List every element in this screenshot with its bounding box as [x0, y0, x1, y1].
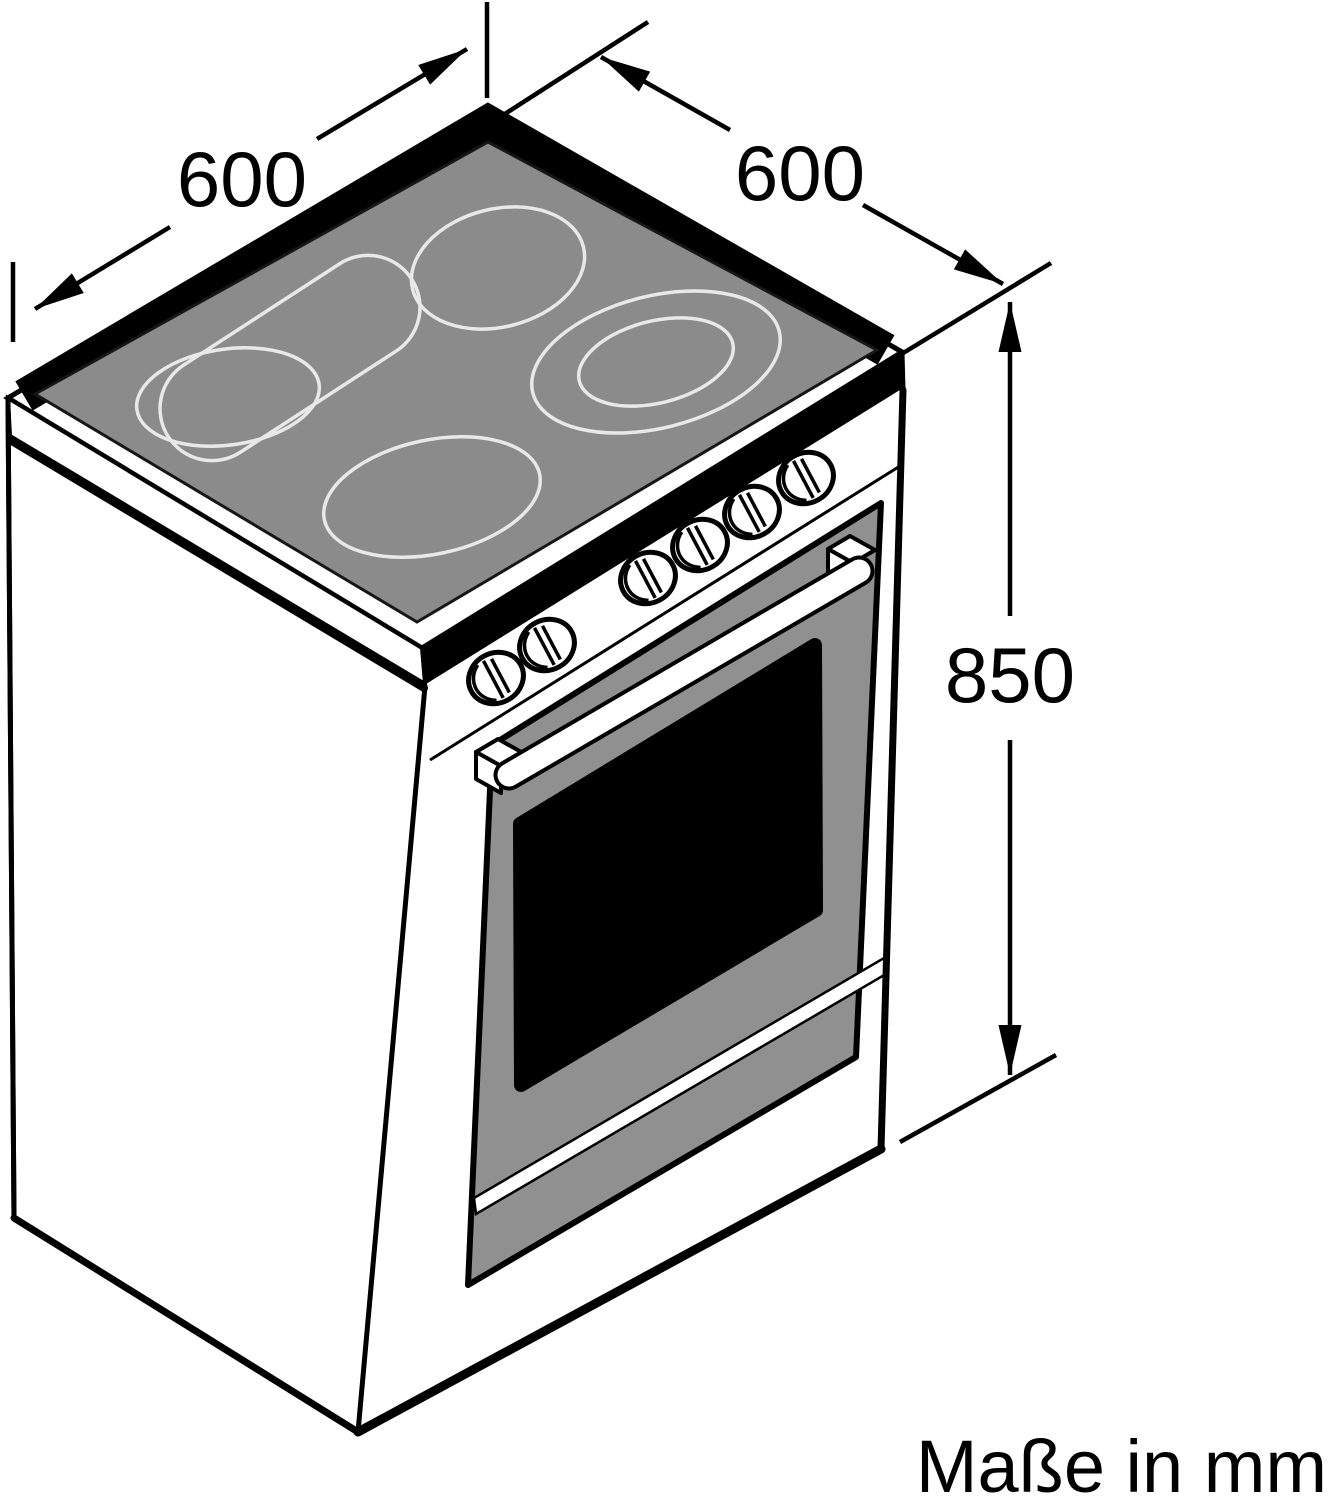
burner-front [322, 434, 542, 560]
body-edge-right [877, 386, 907, 1153]
control-knob [517, 616, 577, 674]
control-knob [618, 549, 678, 607]
body-edge-front-left [355, 683, 428, 1435]
arrowhead-icon [998, 302, 1022, 352]
dimension-height: 850 [898, 302, 1075, 1144]
body-edge-left [5, 395, 17, 1221]
burner-left [134, 346, 322, 448]
body-edge-bottom-left [10, 1214, 362, 1436]
control-knobs [466, 449, 836, 707]
dimension-height-label: 850 [945, 631, 1075, 719]
dimension-width: 600 [495, 20, 1053, 360]
burner-right-outer [529, 289, 783, 435]
dimension-depth: 600 [10, 2, 490, 342]
burner-left-oblong-zone [158, 253, 422, 463]
control-knob [466, 649, 526, 707]
control-panel-bottom-edge [429, 464, 901, 762]
hob-gap-band [422, 350, 903, 684]
burner-right-inner [576, 316, 736, 408]
burner-zones [134, 205, 783, 560]
body-edges [5, 386, 907, 1437]
control-knob [776, 449, 836, 507]
body-edge-bottom-front [353, 1144, 886, 1437]
hob-bottom-edge-left [6, 436, 428, 692]
handle-bracket-left-front [474, 750, 503, 795]
arrowhead-icon [998, 1025, 1022, 1075]
oven-window [513, 638, 823, 1092]
control-knob [722, 483, 782, 541]
arrowhead-icon [595, 46, 651, 92]
arrowhead-icon [29, 273, 84, 319]
control-knob [670, 516, 730, 574]
handle-bar [497, 559, 871, 787]
extension-tick-top [495, 20, 650, 121]
dimension-depth-label: 600 [177, 135, 307, 223]
cooktop-glass [31, 140, 881, 624]
arrowhead-icon [953, 249, 1009, 295]
hob-trim-band [15, 102, 895, 411]
cooker-body [3, 102, 907, 1437]
dimension-width-label: 600 [735, 129, 865, 217]
arrowhead-icon [418, 39, 473, 85]
extension-tick-bottom [893, 261, 1053, 360]
oven-handle [474, 534, 877, 795]
units-note: Maße in mm [916, 1425, 1327, 1500]
burner-back [409, 205, 587, 331]
extension-tick-bottom [898, 1053, 1058, 1144]
